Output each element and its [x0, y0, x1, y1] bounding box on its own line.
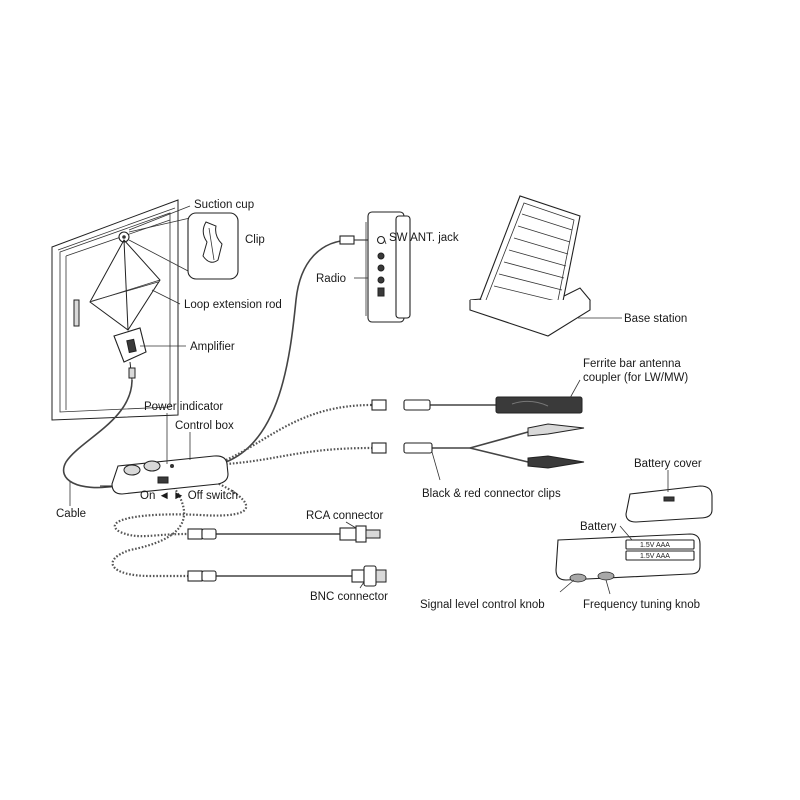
label-loop-extension-rod: Loop extension rod: [184, 299, 282, 311]
label-ferrite-line1: Ferrite bar antenna: [583, 358, 681, 370]
battery-cover: [625, 485, 713, 523]
label-suction-cup: Suction cup: [194, 199, 254, 211]
battery-case: [555, 533, 701, 583]
label-on-off-switch: On ◄ ► Off switch: [140, 490, 238, 502]
label-cable: Cable: [56, 508, 86, 520]
control-box: [111, 455, 229, 495]
label-frequency-knob: Frequency tuning knob: [583, 599, 700, 611]
rca-connector-unit: [339, 525, 381, 543]
label-signal-knob: Signal level control knob: [420, 599, 545, 611]
window-illustration: [51, 199, 179, 421]
label-radio: Radio: [316, 273, 346, 285]
label-ferrite-line2: coupler (for LW/MW): [583, 372, 688, 384]
connector-clips: [527, 423, 585, 469]
label-rca-connector: RCA connector: [306, 510, 384, 522]
cables: [62, 239, 529, 578]
label-battery-cover: Battery cover: [634, 458, 702, 470]
label-battery-spec-1: 1.5V AAA: [640, 542, 670, 549]
base-station: [469, 195, 591, 337]
label-clip: Clip: [245, 234, 265, 246]
label-battery-spec-2: 1.5V AAA: [640, 553, 670, 560]
label-amplifier: Amplifier: [190, 341, 235, 353]
clip-icon: [187, 212, 239, 280]
label-base-station: Base station: [624, 313, 687, 325]
loop-antenna: [89, 231, 161, 331]
label-bnc-connector: BNC connector: [310, 591, 388, 603]
radio-unit: [365, 211, 411, 323]
label-battery: Battery: [580, 521, 617, 533]
label-control-box: Control box: [175, 420, 234, 432]
label-sw-ant-jack: SW ANT. jack: [389, 232, 459, 244]
bnc-connector-unit: [351, 565, 387, 587]
clip-detail: [128, 212, 239, 280]
label-power-indicator: Power indicator: [144, 401, 223, 413]
label-connector-clips: Black & red connector clips: [422, 488, 561, 500]
power-indicator-icon: [170, 464, 174, 468]
amplifier-unit: [113, 327, 147, 381]
leader-lines: [69, 205, 669, 595]
ferrite-coupler: [495, 396, 583, 414]
plugs: [100, 235, 433, 582]
